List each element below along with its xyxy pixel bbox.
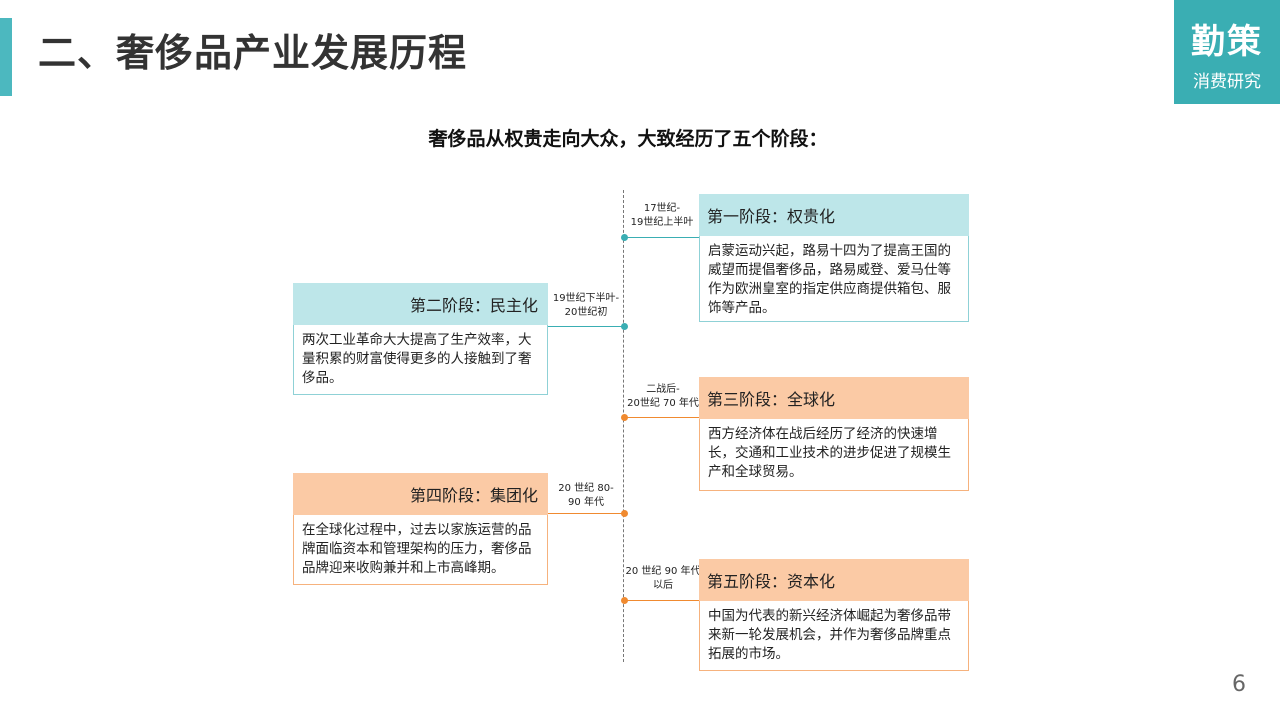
stage-description: 中国为代表的新兴经济体崛起为奢侈品带来新一轮发展机会，并作为奢侈品牌重点拓展的市… bbox=[699, 601, 969, 671]
stage-card-3: 第三阶段：全球化 西方经济体在战后经历了经济的快速增长，交通和工业技术的进步促进… bbox=[699, 377, 969, 491]
period-line: 20世纪初 bbox=[564, 307, 608, 318]
connector-stage-2 bbox=[548, 326, 624, 327]
stage-card-1: 第一阶段：权贵化 启蒙运动兴起，路易十四为了提高王国的威望而提倡奢侈品，路易威登… bbox=[699, 194, 969, 322]
stage-title: 第三阶段：全球化 bbox=[699, 377, 969, 419]
logo-sub-text: 消费研究 bbox=[1193, 72, 1261, 92]
stage-description: 西方经济体在战后经历了经济的快速增长，交通和工业技术的进步促进了规模生产和全球贸… bbox=[699, 419, 969, 491]
timeline-dot-stage-1 bbox=[621, 234, 628, 241]
period-line: 19世纪上半叶 bbox=[630, 217, 694, 228]
timeline-dot-stage-3 bbox=[621, 414, 628, 421]
slide-subtitle: 奢侈品从权贵走向大众，大致经历了五个阶段： bbox=[428, 128, 828, 150]
stage-title: 第四阶段：集团化 bbox=[293, 473, 548, 515]
period-line: 90 年代 bbox=[568, 497, 604, 508]
period-label-stage-3: 二战后- 20世纪 70 年代 bbox=[624, 383, 702, 411]
timeline-dot-stage-4 bbox=[621, 510, 628, 517]
stage-title: 第五阶段：资本化 bbox=[699, 559, 969, 601]
stage-card-2: 第二阶段：民主化 两次工业革命大大提高了生产效率，大量积累的财富使得更多的人接触… bbox=[293, 283, 548, 395]
stage-card-4: 第四阶段：集团化 在全球化过程中，过去以家族运营的品牌面临资本和管理架构的压力，… bbox=[293, 473, 548, 585]
stage-description: 启蒙运动兴起，路易十四为了提高王国的威望而提倡奢侈品，路易威登、爱马仕等作为欧洲… bbox=[699, 236, 969, 322]
title-accent-bar bbox=[0, 18, 12, 96]
timeline-dot-stage-5 bbox=[621, 597, 628, 604]
period-line: 20世纪 70 年代 bbox=[627, 398, 699, 409]
timeline-dot-stage-2 bbox=[621, 323, 628, 330]
stage-description: 两次工业革命大大提高了生产效率，大量积累的财富使得更多的人接触到了奢侈品。 bbox=[293, 325, 548, 395]
period-line: 19世纪下半叶- bbox=[552, 293, 620, 304]
stage-description: 在全球化过程中，过去以家族运营的品牌面临资本和管理架构的压力，奢侈品品牌迎来收购… bbox=[293, 515, 548, 585]
connector-stage-5 bbox=[624, 600, 700, 601]
logo-main-text: 勤策 bbox=[1191, 22, 1263, 62]
period-line: 20 世纪 90 年代 bbox=[625, 566, 701, 577]
connector-stage-1 bbox=[624, 237, 700, 238]
period-label-stage-2: 19世纪下半叶- 20世纪初 bbox=[549, 292, 623, 320]
stage-title: 第二阶段：民主化 bbox=[293, 283, 548, 325]
page-number: 6 bbox=[1232, 672, 1246, 697]
period-line: 二战后- bbox=[646, 384, 680, 395]
period-line: 17世纪- bbox=[643, 203, 681, 214]
stage-title: 第一阶段：权贵化 bbox=[699, 194, 969, 236]
period-label-stage-4: 20 世纪 80- 90 年代 bbox=[552, 482, 620, 510]
connector-stage-3 bbox=[624, 417, 700, 418]
page-title: 二、奢侈品产业发展历程 bbox=[38, 31, 468, 75]
period-line: 以后 bbox=[653, 580, 673, 591]
period-line: 20 世纪 80- bbox=[558, 483, 614, 494]
stage-card-5: 第五阶段：资本化 中国为代表的新兴经济体崛起为奢侈品带来新一轮发展机会，并作为奢… bbox=[699, 559, 969, 671]
period-label-stage-1: 17世纪- 19世纪上半叶 bbox=[626, 202, 698, 230]
period-label-stage-5: 20 世纪 90 年代 以后 bbox=[624, 565, 702, 593]
connector-stage-4 bbox=[548, 513, 624, 514]
brand-logo: 勤策 消费研究 bbox=[1174, 0, 1280, 104]
timeline-axis bbox=[623, 190, 624, 662]
